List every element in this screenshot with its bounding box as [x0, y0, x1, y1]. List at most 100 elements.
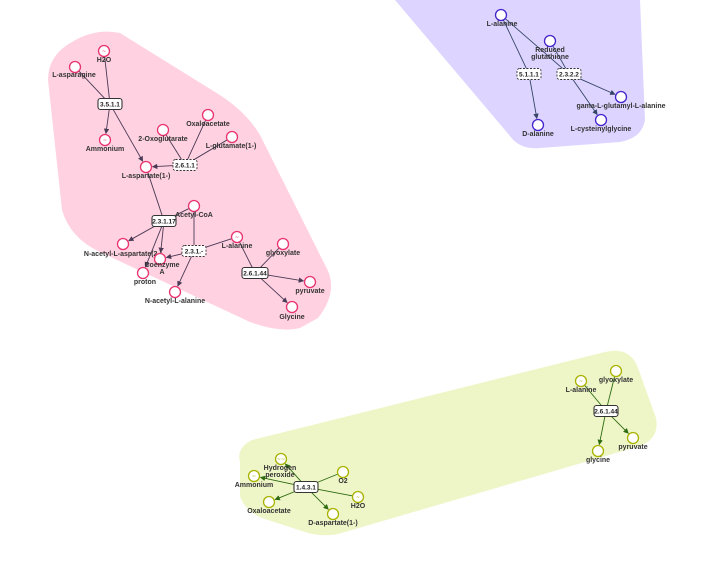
metabolite-circle[interactable] — [285, 300, 299, 314]
metabolite-circle[interactable] — [494, 8, 508, 22]
metabolite-ammonium[interactable]: ~Ammonium — [86, 133, 125, 154]
metabolite-2-oxoglutarate[interactable]: 2-Oxoglutarate — [138, 123, 188, 144]
metabolite-acetyl-coa[interactable]: Acetyl-CoA — [175, 199, 213, 220]
metabolite-circle[interactable] — [276, 237, 290, 251]
metabolite-circle[interactable] — [274, 452, 288, 466]
metabolite-l-asparagine[interactable]: L-asparagine — [52, 60, 96, 80]
metabolite-label: L-alanine — [222, 243, 253, 250]
metabolite-circle[interactable] — [201, 108, 215, 122]
metabolite-h2o[interactable]: ~H2O — [351, 490, 366, 511]
metabolite-o2[interactable]: O2 — [336, 465, 350, 486]
metabolite-label: pyruvate — [295, 288, 324, 295]
metabolite-n-acetyl-l-alanine[interactable]: N-acetyl-L-alanine — [145, 285, 205, 306]
metabolite-l-cysteinylglycine[interactable]: L-cysteinylglycine — [571, 113, 632, 134]
reaction-label: 2.3.2.2 — [559, 71, 579, 78]
metabolite-h2o[interactable]: ~H2O — [97, 44, 112, 65]
metabolite-circle[interactable] — [614, 90, 628, 104]
metabolite-circle[interactable] — [98, 133, 112, 147]
metabolite-circle[interactable] — [326, 507, 340, 521]
metabolite-label: N-acetyl-L-aspartate(2-) — [84, 251, 162, 258]
metabolite-circle[interactable] — [594, 113, 608, 127]
reaction-box[interactable] — [181, 245, 207, 257]
metabolite-pyruvate[interactable]: pyruvate — [618, 431, 648, 452]
reaction-edge — [311, 487, 353, 497]
metabolite-l-alanine[interactable]: L-alanine — [487, 8, 518, 29]
metabolite-circle[interactable] — [225, 130, 239, 144]
metabolite-pyruvate[interactable]: pyruvate — [295, 275, 325, 296]
metabolite-circle[interactable] — [531, 118, 545, 132]
metabolite-l-glutamate-1[interactable]: L-glutamate(1-) — [206, 130, 257, 151]
metabolite-label: L-aspartate(1-) — [122, 173, 171, 180]
metabolite-circle[interactable] — [591, 444, 605, 458]
reaction-node-2-6-1-44[interactable]: 2.6.1.44 — [593, 404, 619, 418]
metabolite-glyoxylate[interactable]: glyoxylate — [599, 364, 633, 385]
metabolite-label: L-glutamate(1-) — [206, 143, 257, 150]
reaction-edge — [607, 376, 615, 406]
reaction-node-2-3-1--[interactable]: 2.3.1.- — [181, 245, 207, 257]
reaction-box[interactable] — [172, 159, 198, 171]
metabolite-circle[interactable] — [351, 490, 365, 504]
metabolite-label: proton — [134, 279, 156, 286]
metabolite-circle[interactable] — [262, 495, 276, 509]
metabolite-label: Glycine — [279, 314, 304, 321]
reaction-node-2-3-2-2[interactable]: 2.3.2.2 — [556, 68, 582, 80]
metabolite-glyoxylate[interactable]: glyoxylate — [266, 237, 300, 258]
metabolite-circle[interactable] — [230, 230, 244, 244]
reaction-box[interactable] — [151, 214, 177, 228]
metabolite-circle[interactable] — [336, 465, 350, 479]
reaction-box[interactable] — [593, 404, 619, 418]
metabolite-proton[interactable]: proton — [134, 266, 156, 287]
metabolite-circle[interactable] — [68, 60, 82, 74]
metabolite-circle[interactable] — [168, 285, 182, 299]
reaction-node-2-6-1-44[interactable]: 2.6.1.44 — [241, 266, 269, 280]
reaction-box[interactable] — [241, 266, 269, 280]
metabolite-n-acetyl-l-aspartate-2[interactable]: N-acetyl-L-aspartate(2-) — [84, 237, 162, 259]
metabolite-d-alanine[interactable]: D-alanine — [522, 118, 554, 139]
metabolite-label: glyoxylate — [599, 377, 633, 384]
metabolite-oxaloacetate[interactable]: Oxaloacetate — [247, 495, 291, 516]
metabolite-glycine[interactable]: glycine — [586, 444, 610, 465]
metabolite-label: Oxaloacetate — [186, 121, 230, 128]
metabolite-ammonium[interactable]: ~Ammonium — [235, 469, 274, 490]
metabolite-circle[interactable] — [136, 266, 150, 280]
metabolite-circle[interactable] — [139, 160, 153, 174]
metabolite-circle[interactable] — [626, 431, 640, 445]
metabolite-l-alanine[interactable]: ~L-alanine — [222, 230, 253, 251]
reaction-edge — [239, 242, 253, 268]
metabolite-circle[interactable] — [116, 237, 130, 251]
reaction-node-2-3-1-17[interactable]: 2.3.1.17 — [151, 214, 177, 228]
metabolite-l-aspartate-1[interactable]: L-aspartate(1-) — [122, 160, 171, 181]
reaction-edge — [552, 45, 567, 70]
metabolite-oxaloacetate[interactable]: Oxaloacetate — [186, 108, 230, 129]
metabolite-d-aspartate-1[interactable]: D-aspartate(1-) — [308, 507, 358, 528]
reaction-node-2-6-1-1[interactable]: 2.6.1.1 — [172, 159, 198, 171]
reaction-node-3-5-1-1[interactable]: 3.5.1.1 — [97, 97, 123, 111]
metabolite-circle[interactable] — [609, 364, 623, 378]
reaction-node-5-1-1-1[interactable]: 5.1.1.1 — [516, 68, 542, 80]
metabolite-circle[interactable] — [543, 34, 557, 48]
metabolite-circle[interactable] — [156, 123, 170, 137]
reaction-node-1-4-3-1[interactable]: 1.4.3.1 — [293, 480, 319, 494]
metabolite-circle[interactable] — [247, 469, 261, 483]
reaction-label: 3.5.1.1 — [100, 101, 120, 108]
reaction-edge — [284, 463, 303, 483]
metabolite-glycine[interactable]: Glycine — [279, 300, 305, 322]
reaction-box[interactable] — [556, 68, 582, 80]
reaction-box[interactable] — [516, 68, 542, 80]
metabolite-circle[interactable] — [187, 199, 201, 213]
reaction-box[interactable] — [97, 97, 123, 111]
metabolite-l-alanine[interactable]: ~L-alanine — [566, 374, 597, 395]
small-molecule-icon: ~ — [102, 49, 106, 55]
metabolite-circle[interactable] — [97, 44, 111, 58]
metabolite-gama-l-glutamyl-l-alanine[interactable]: gama-L-glutamyl-L-alanine — [576, 90, 666, 111]
metabolite-circle[interactable] — [153, 252, 167, 266]
metabolite-circle[interactable] — [303, 275, 317, 289]
reaction-label: 2.3.1.- — [185, 248, 203, 255]
reaction-box[interactable] — [293, 480, 319, 494]
reaction-edge — [574, 76, 616, 95]
metabolite-circle[interactable] — [574, 374, 588, 388]
